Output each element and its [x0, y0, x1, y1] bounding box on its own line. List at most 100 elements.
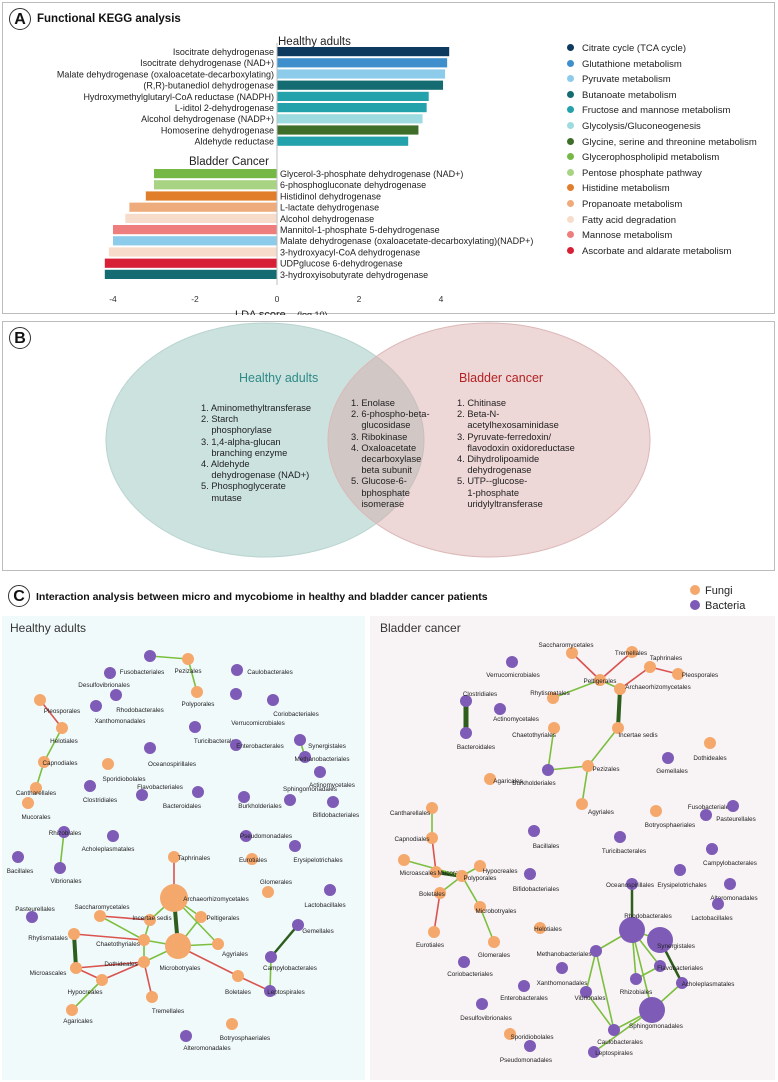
venn-list-item: 5. Phosphoglycerate — [201, 481, 286, 492]
venn-list-item: flavodoxin oxidoreductase — [457, 442, 575, 453]
bar-label-cancer: L-lactate dehydrogenase — [280, 203, 379, 213]
legend-label: Fructose and mannose metabolism — [582, 105, 731, 117]
bar-label-cancer: 3-hydroxyisobutyrate dehydrogenase — [280, 270, 428, 280]
bar-label-healthy: Isocitrate dehydrogenase — [173, 47, 274, 57]
legend-color-dot-icon — [567, 199, 574, 207]
bar-label-healthy: Hydroxymethylglutaryl-CoA reductase (NAD… — [83, 92, 274, 102]
bar-label-cancer: Alcohol dehydrogenase — [280, 214, 374, 224]
venn-list-item: 3. Pyruvate-ferredoxin/ — [457, 431, 552, 442]
venn-list-item: 4. Oxaloacetate — [351, 442, 417, 453]
legend-item: Propanoate metabolism — [567, 199, 682, 210]
bar-label-cancer: 3-hydroxyacyl-CoA dehydrogenase — [280, 247, 420, 257]
fungi-dot-icon — [690, 585, 700, 596]
venn-list-item: 3. 1,4-alpha-glucan — [201, 436, 281, 447]
bar-cancer — [154, 180, 277, 190]
x-tick-label: 2 — [357, 294, 362, 304]
bar-label-cancer: Glycerol-3-phosphate dehydrogenase (NAD+… — [280, 169, 463, 179]
venn-list-item: 2. Starch — [201, 414, 239, 425]
panel-c-badge: C — [8, 585, 30, 607]
bar-cancer — [113, 225, 277, 235]
x-tick-label: -2 — [191, 294, 199, 304]
bar-healthy — [277, 114, 423, 124]
venn-list-item: dehydrogenase — [457, 465, 532, 476]
bar-label-healthy: Homoserine dehydrogenase — [161, 125, 274, 135]
venn-healthy-title: Healthy adults — [239, 371, 319, 385]
bar-label-healthy: Malate dehydrogenase (oxaloacetate-decar… — [57, 69, 274, 79]
legend-label: Mannose metabolism — [582, 230, 673, 242]
venn-list-item: 2. Beta-N- — [457, 409, 500, 420]
venn-list-item: phosphorylase — [201, 425, 272, 436]
venn-list-item: 5. UTP--glucose- — [457, 476, 528, 487]
bar-cancer — [129, 202, 277, 212]
legend-item: Mannose metabolism — [567, 230, 672, 241]
legend-label: Propanoate metabolism — [582, 199, 683, 210]
bar-healthy — [277, 58, 448, 68]
legend-label: Pyruvate metabolism — [582, 74, 671, 86]
legend-label: Glycolysis/Gluconeogenesis — [582, 121, 701, 132]
bar-healthy — [277, 125, 419, 135]
bar-cancer — [104, 269, 277, 279]
legend-label: Citrate cycle (TCA cycle) — [582, 43, 686, 54]
x-tick-label: 4 — [439, 294, 444, 304]
bar-label-cancer: UDPglucose 6-dehydrogenase — [280, 259, 403, 269]
x-tick-label: -4 — [109, 294, 117, 304]
legend-bacteria: Bacteria — [690, 600, 745, 612]
panel-a-title: Functional KEGG analysis — [37, 13, 181, 25]
legend-color-dot-icon — [567, 43, 574, 51]
venn-list-item: beta subunit — [351, 465, 412, 476]
venn-list-item: 1. Chitinase — [457, 398, 507, 408]
legend-item: Fructose and mannose metabolism — [567, 105, 730, 116]
bacteria-dot-icon — [690, 600, 700, 611]
panel-a-badge: A — [9, 8, 31, 30]
venn-diagram — [105, 322, 651, 558]
bar-cancer — [154, 169, 277, 179]
venn-list-item: 1. Enolase — [351, 398, 395, 408]
group-label-cancer: Bladder Cancer — [189, 156, 269, 168]
legend-item: Pyruvate metabolism — [567, 74, 671, 85]
panel-c-title: Interaction analysis between micro and m… — [36, 591, 488, 603]
bar-label-cancer: Mannitol-1-phosphate 5-dehydrogenase — [280, 225, 440, 235]
legend-item: Glycine, serine and threonine metabolism — [567, 137, 757, 148]
legend-label: Glutathione metabolism — [582, 58, 682, 70]
legend-color-dot-icon — [567, 121, 574, 129]
legend-color-dot-icon — [567, 184, 574, 192]
legend-color-dot-icon — [567, 106, 574, 114]
network-cancer-title: Bladder cancer — [380, 621, 461, 635]
bar-cancer — [104, 258, 277, 268]
bar-cancer — [145, 191, 277, 201]
bar-label-cancer: Histidinol dehydrogenase — [280, 191, 381, 201]
bar-healthy — [277, 91, 429, 101]
healthy-network-bg — [2, 616, 365, 1080]
panel-a: A Functional KEGG analysis Healthy adult… — [2, 2, 775, 315]
venn-list-item: 4. Aldehyde — [201, 459, 250, 470]
x-tick-label: 0 — [275, 294, 280, 304]
venn-list-item: 1. Aminomethyltransferase — [201, 403, 312, 413]
network-healthy-title: Healthy adults — [10, 621, 87, 635]
legend-label: Histidine metabolism — [582, 183, 670, 195]
legend-label: Glycine, serine and threonine metabolism — [582, 136, 757, 148]
venn-list-item: uridylyltransferase — [457, 498, 543, 509]
venn-list-item: 3. Ribokinase — [351, 431, 408, 442]
venn-cancer-title: Bladder cancer — [459, 371, 544, 385]
legend-fungi-label: Fungi — [705, 585, 733, 597]
legend-color-dot-icon — [567, 215, 574, 223]
bar-label-cancer: 6-phosphogluconate dehydrogenase — [280, 180, 426, 190]
legend-color-dot-icon — [567, 231, 574, 239]
legend-item: Butanoate metabolism — [567, 90, 677, 101]
venn-list-item: dehydrogenase (NAD+) — [201, 470, 310, 481]
legend-label: Ascorbate and aldarate metabolism — [582, 245, 732, 257]
venn-list-item: glucosidase — [351, 420, 411, 431]
venn-circle-cancer — [327, 322, 651, 558]
venn-list-item: decarboxylase — [351, 454, 422, 465]
venn-circle-healthy — [105, 322, 425, 558]
bar-cancer — [113, 236, 277, 246]
legend-item: Glycerophospholipid metabolism — [567, 152, 719, 163]
venn-list-item: isomerase — [351, 498, 405, 509]
bar-label-healthy: Isocitrate dehydrogenase (NAD+) — [140, 58, 274, 68]
bar-healthy — [277, 47, 450, 57]
legend-label: Pentose phosphate pathway — [582, 167, 702, 179]
venn-list-item: mutase — [201, 492, 242, 503]
